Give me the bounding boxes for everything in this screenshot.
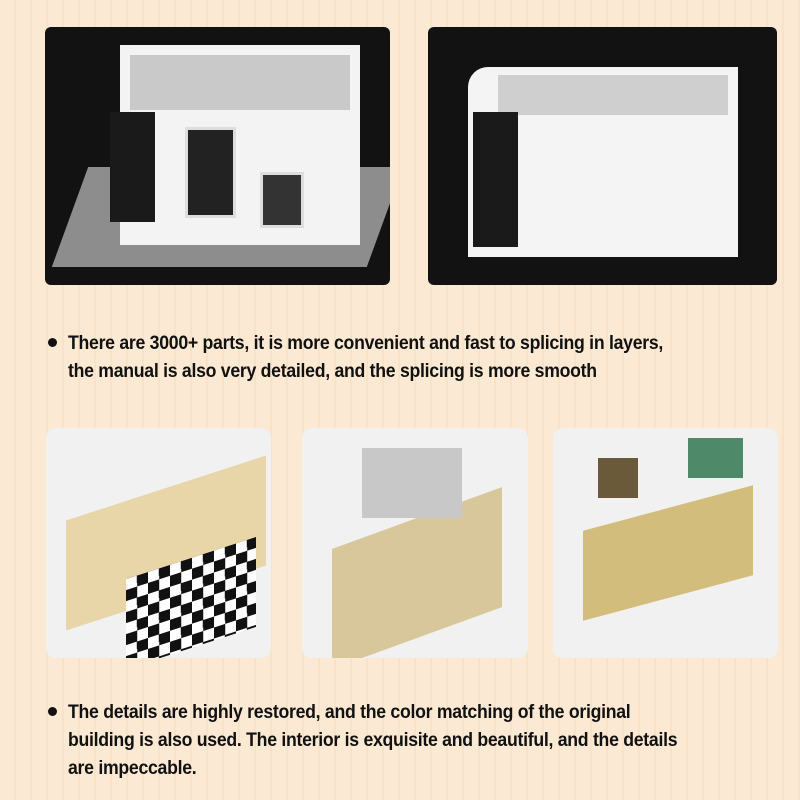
feature-text-parts: There are 3000+ parts, it is more conven… — [68, 333, 664, 382]
floor — [583, 485, 753, 621]
feature-text-details: The details are highly restored, and the… — [68, 702, 678, 779]
bullet-icon — [48, 338, 57, 347]
interior-photo-2 — [302, 428, 528, 658]
green-cabinet — [688, 438, 743, 478]
interior-photo-1 — [46, 428, 271, 658]
furniture — [362, 448, 462, 518]
building-interior — [498, 75, 728, 115]
window-left — [473, 112, 518, 247]
building-interior — [130, 55, 350, 110]
model-photo-side — [428, 27, 777, 285]
bullet-icon — [48, 707, 57, 716]
interior-photo-3 — [553, 428, 778, 658]
window-door — [185, 127, 236, 218]
model-photo-front — [45, 27, 390, 285]
window-small — [260, 172, 304, 228]
shelf — [598, 458, 638, 498]
window-left — [110, 112, 155, 222]
